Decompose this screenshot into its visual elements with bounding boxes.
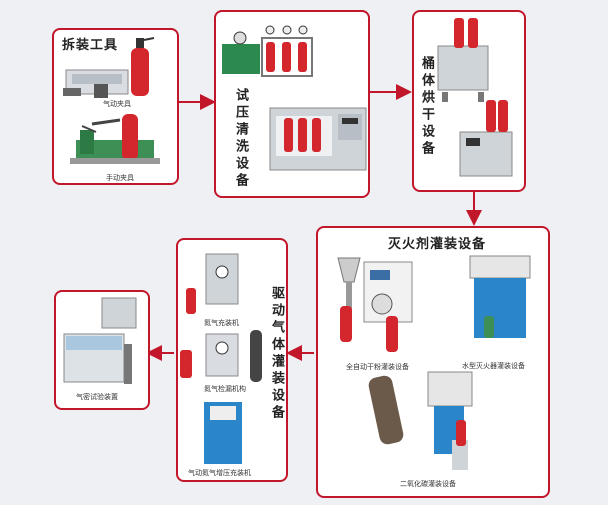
co2-filler-caption: 二氧化碳灌装设备: [400, 480, 456, 488]
manual-clamp-image: [70, 114, 160, 164]
pressure-test-title: 试压清洗设备: [233, 88, 248, 190]
leak-test-caption: 气密试验装置: [76, 393, 118, 401]
agent-filling-title: 灭火剂灌装设备: [388, 237, 487, 252]
drying-title: 桶体烘干设备: [419, 56, 434, 158]
water-filler-caption: 水型灭火器灌装设备: [462, 362, 525, 370]
drying-oven-image-1: [437, 18, 489, 102]
nitrogen-leak-tester-caption: 氮气检漏机构: [204, 385, 246, 393]
pneumatic-clamp-caption: 气动夹具: [103, 100, 131, 108]
disassembly-title: 拆装工具: [62, 38, 119, 53]
co2-filler-image: [368, 371, 473, 470]
cleaning-machine-image: [269, 107, 367, 171]
gas-filling-title: 驱动气体灌装设备: [269, 286, 284, 422]
auto-powder-filler-caption: 全自动干粉灌装设备: [346, 363, 409, 371]
drying-oven-image-2: [459, 100, 513, 177]
nitrogen-filler-image: [186, 253, 239, 314]
water-extinguisher-filler-image: [469, 255, 531, 338]
nitrogen-filler-caption: 氮气充装机: [204, 319, 239, 327]
nitrogen-booster-image: [204, 402, 242, 464]
pneumatic-clamp-image: [63, 37, 155, 98]
auto-powder-filler-image: [337, 257, 413, 352]
nitrogen-leak-tester-image: [180, 330, 262, 382]
leak-test-tank-image: [63, 297, 137, 384]
nitrogen-booster-caption: 气动氮气增压充装机: [188, 469, 251, 477]
manual-clamp-caption: 手动夹具: [106, 174, 134, 182]
pressure-test-machine-image: [222, 25, 313, 77]
